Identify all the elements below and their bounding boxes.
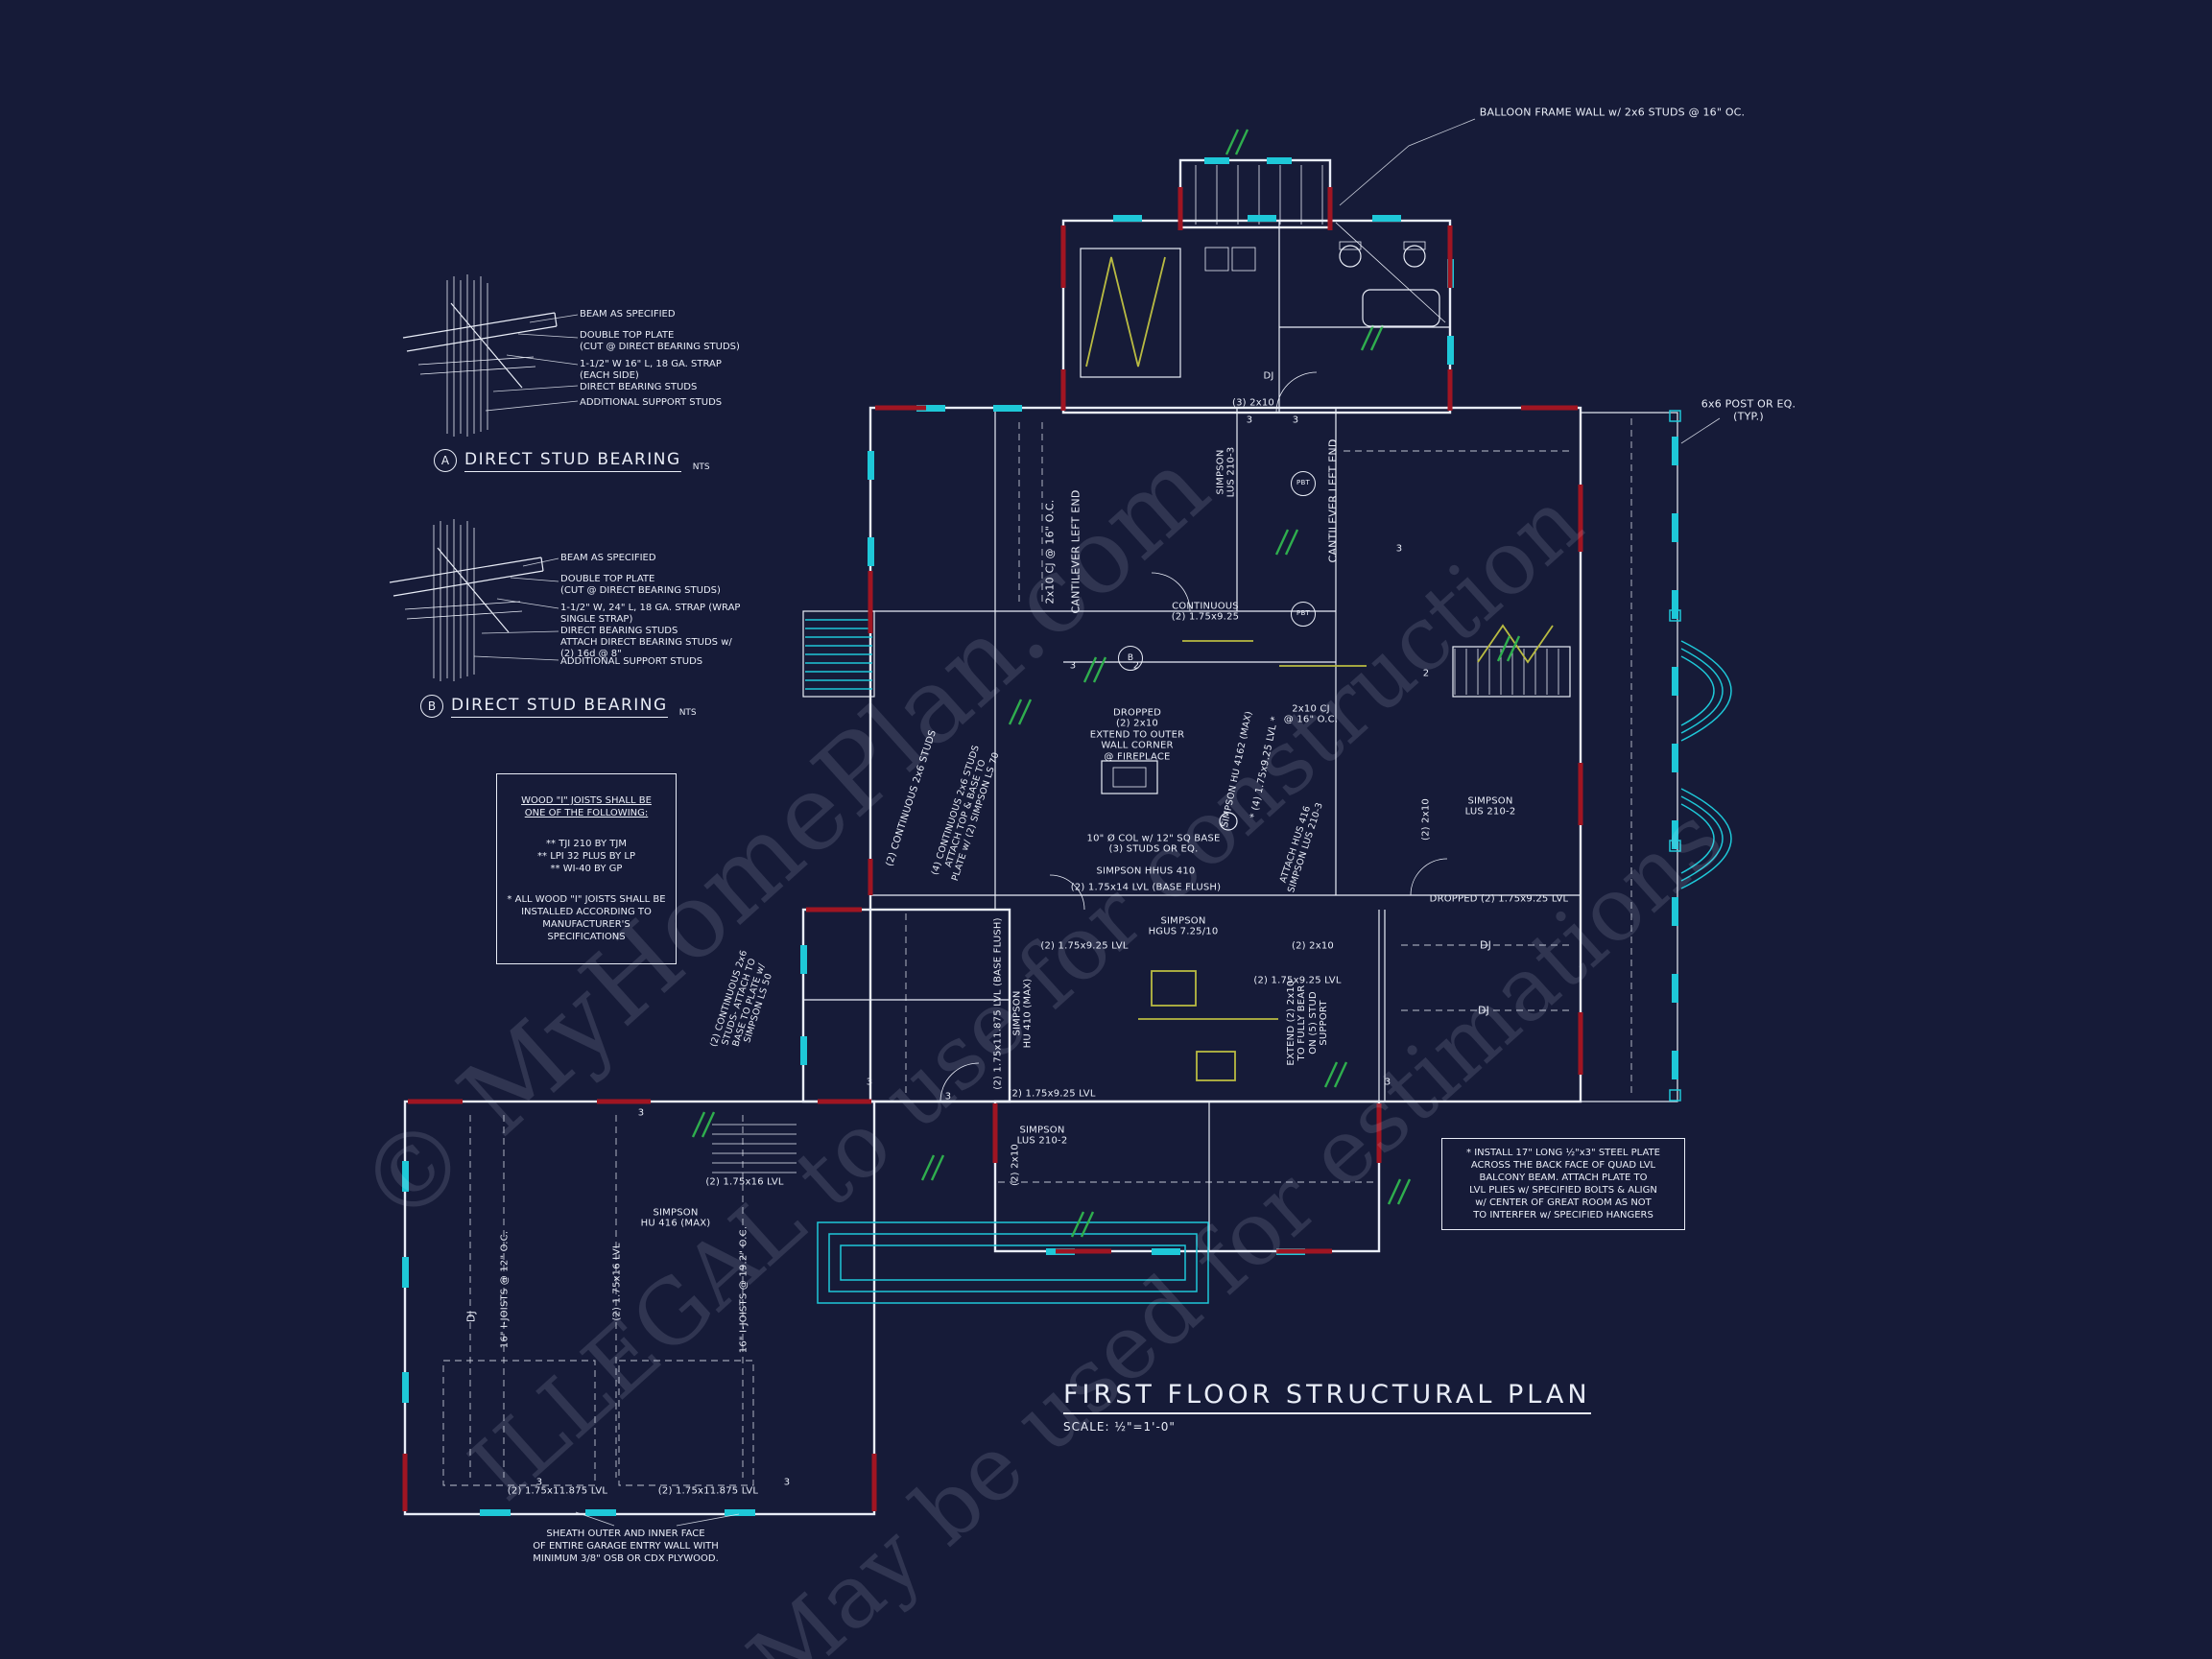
plan-annotation: SIMPSON HU 416 (MAX) <box>640 1207 711 1229</box>
plan-annotation: DJ <box>1477 1004 1490 1017</box>
plan-annotation: (2) 1.75x9.25 LVL <box>1040 940 1129 952</box>
plan-annotation: 16" I-JOISTS @ 12" O.C. <box>499 1230 511 1349</box>
plan-annotation: 3 <box>1384 1077 1391 1088</box>
plan-annotation: SIMPSON HGUS 7.25/10 <box>1148 915 1219 937</box>
title-block: FIRST FLOOR STRUCTURAL PLAN SCALE: ½"=1'… <box>1063 1380 1591 1434</box>
plan-annotation: 10" Ø COL w/ 12" SQ BASE (3) STUDS OR EQ… <box>1086 833 1221 855</box>
plan-annotation: 3 <box>1246 415 1253 426</box>
detail-a-callout: 1-1/2" W 16" L, 18 GA. STRAP (EACH SIDE) <box>580 359 722 381</box>
plan-annotation: SIMPSON LUS 210-2 <box>1464 795 1516 818</box>
joist-lines <box>469 418 1632 1478</box>
plan-annotation: (2) 1.75x11.875 LVL (BASE FLUSH) <box>992 917 1004 1090</box>
detail-a-letter: A <box>434 449 457 472</box>
detail-b-drawing <box>389 518 544 682</box>
detail-b-scale: NTS <box>678 708 697 718</box>
joist-note-items: ** TJI 210 BY TJM ** LPI 32 PLUS BY LP *… <box>537 839 635 874</box>
joist-note-footnote: * ALL WOOD "I" JOISTS SHALL BE INSTALLED… <box>507 894 666 942</box>
plan-annotation: 16" I-JOISTS @ 19.2" O.C. <box>738 1225 749 1354</box>
plan-annotation: DJ <box>464 1310 478 1323</box>
plan-annotation: SIMPSON LUS 210-2 <box>1016 1125 1068 1147</box>
joist-note-box: WOOD "I" JOISTS SHALL BE ONE OF THE FOLL… <box>496 773 677 964</box>
fixtures <box>1101 241 1440 831</box>
drawing-scale: SCALE: ½"=1'-0" <box>1063 1420 1176 1434</box>
plan-annotation: 2 <box>1422 668 1430 679</box>
plan-annotation: BALLOON FRAME WALL w/ 2x6 STUDS @ 16" OC… <box>1479 106 1746 119</box>
plan-annotation: CONTINUOUS (2) 1.75x9.25 <box>1171 601 1240 623</box>
plan-annotation: 3 <box>535 1477 543 1488</box>
plan-annotation: (2) 2x10 <box>1292 940 1334 952</box>
plan-annotation: DROPPED (2) 2x10 EXTEND TO OUTER WALL CO… <box>1089 707 1185 763</box>
detail-b-callout: 1-1/2" W, 24" L, 18 GA. STRAP (WRAP SING… <box>560 603 741 625</box>
detail-a-scale: NTS <box>692 462 710 472</box>
plan-annotation: DROPPED (2) 1.75x9.25 LVL <box>1429 893 1569 905</box>
plan-annotation: SIMPSON LUS 210-3 <box>1215 446 1237 498</box>
plan-annotation: 3 <box>637 1107 645 1119</box>
beam-marks <box>1085 256 1554 1081</box>
shear-wall-segments <box>402 187 1583 1511</box>
plan-annotation: (2) 2x10 <box>1010 1144 1021 1186</box>
stairs <box>712 165 1559 1173</box>
plan-annotation: SIMPSON HHUS 410 <box>1096 865 1196 877</box>
plan-annotation: 2x10 CJ @ 16" O.C. <box>1043 499 1057 604</box>
plan-annotation: SIMPSON HU 410 (MAX) <box>1011 978 1034 1049</box>
plan-annotation: DJ <box>1263 370 1274 382</box>
plan-annotation: 3 <box>1292 415 1299 426</box>
detail-a-title: A DIRECT STUD BEARING NTS <box>434 449 710 472</box>
page-title: FIRST FLOOR STRUCTURAL PLAN <box>1063 1380 1591 1414</box>
plan-annotation: 3 <box>866 1077 873 1088</box>
plan-annotation: (3) 2x10 <box>1232 397 1274 409</box>
plan-annotation: (2) 2x10 <box>1420 798 1432 841</box>
plan-annotation: (2) 1.75x11.875 LVL <box>507 1485 608 1497</box>
detail-a-callout: BEAM AS SPECIFIED <box>580 309 676 320</box>
detail-b-letter: B <box>420 695 443 718</box>
detail-b-callout: DIRECT BEARING STUDS ATTACH DIRECT BEARI… <box>560 626 732 659</box>
detail-a-title-text: DIRECT STUD BEARING <box>464 450 681 472</box>
detail-b-title-text: DIRECT STUD BEARING <box>451 696 668 718</box>
plan-annotation: 6x6 POST OR EQ. (TYP.) <box>1701 397 1796 422</box>
circle-label: PBT <box>1291 602 1316 627</box>
plan-annotation: (2) 1.75x14 LVL (BASE FLUSH) <box>1070 882 1222 893</box>
decks <box>817 410 1732 1304</box>
plan-annotation: DJ <box>1479 938 1492 952</box>
plan-annotation: EXTEND (2) 2x10 TO FULLY BEAR ON (5) STU… <box>1286 980 1330 1066</box>
detail-a-callout: DOUBLE TOP PLATE (CUT @ DIRECT BEARING S… <box>580 330 740 352</box>
detail-b-callout: BEAM AS SPECIFIED <box>560 553 656 563</box>
plan-annotation: (2) 1.75x16 LVL <box>705 1176 784 1188</box>
plan-annotation: 3 <box>1069 660 1077 672</box>
plan-annotation: (2) 1.75x9.25 LVL <box>1008 1088 1096 1100</box>
leader-lines <box>473 118 1721 1527</box>
plan-annotation: 3 <box>1395 543 1403 555</box>
garage-sheathing-note: SHEATH OUTER AND INNER FACE OF ENTIRE GA… <box>533 1529 719 1564</box>
interior-walls <box>442 221 1581 1486</box>
plan-annotation: 3 <box>783 1477 791 1488</box>
circle-label: B <box>1118 646 1143 671</box>
plan-annotation: (2) 1.75x11.875 LVL <box>657 1485 759 1497</box>
steel-plate-note-box: * INSTALL 17" LONG ½"x3" STEEL PLATE ACR… <box>1441 1138 1685 1230</box>
plan-annotation: CANTILEVER LEFT END <box>1326 438 1340 563</box>
plan-annotation: 3 <box>944 1091 952 1102</box>
plan-annotation: CANTILEVER LEFT END <box>1069 489 1082 614</box>
joist-note-heading: WOOD "I" JOISTS SHALL BE ONE OF THE FOLL… <box>521 795 652 818</box>
detail-b-title: B DIRECT STUD BEARING NTS <box>420 695 697 718</box>
plan-annotation: (2) 1.75x16 LVL <box>611 1243 623 1321</box>
detail-a-callout: ADDITIONAL SUPPORT STUDS <box>580 397 723 408</box>
detail-b-callout: ADDITIONAL SUPPORT STUDS <box>560 656 703 667</box>
plan-annotation: (2) 1.75x9.25 LVL <box>1253 975 1342 986</box>
detail-a-callout: DIRECT BEARING STUDS <box>580 382 698 392</box>
circle-label: PBT <box>1291 471 1316 496</box>
detail-a-drawing <box>402 274 558 437</box>
bracing-marks <box>691 129 1521 1238</box>
plan-annotation: 2x10 CJ @ 16" O.C. <box>1283 703 1339 725</box>
detail-b-callout: DOUBLE TOP PLATE (CUT @ DIRECT BEARING S… <box>560 574 721 596</box>
